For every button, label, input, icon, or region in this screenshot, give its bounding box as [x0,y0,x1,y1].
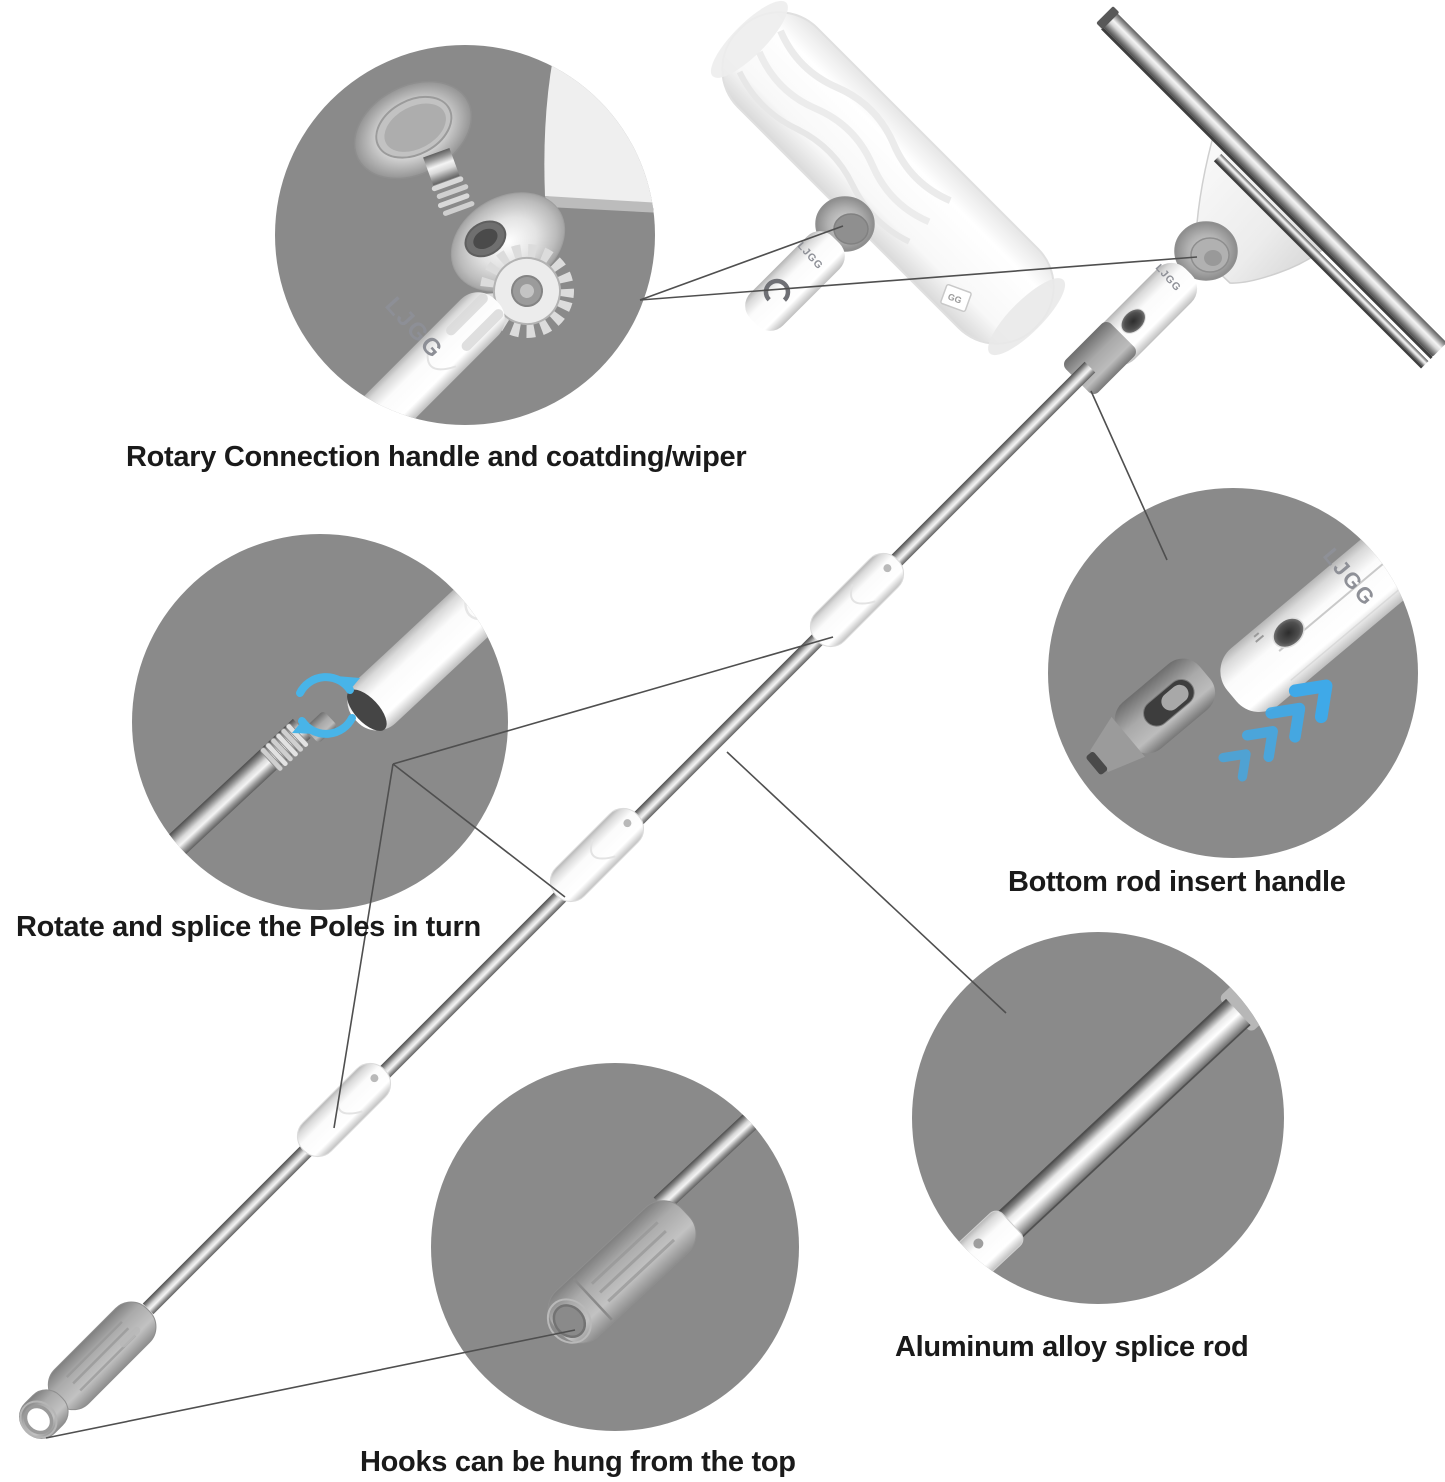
callout-line-splice-collar-2 [392,763,566,898]
squeegee-bar [1096,6,1445,369]
rotary-handle-end [325,292,505,425]
blade-edge-magnified [545,196,655,213]
inset-pole-splice [132,534,508,910]
hook-hole-magnified [552,1304,587,1339]
hang-tag: GG [940,283,972,313]
squeegee-blade-magnified [544,58,655,210]
label-bottom-rod: Bottom rod insert handle [1008,866,1346,898]
insert-chevrons-icon [1218,679,1333,782]
callout-line-rotary-to-wiper [639,225,844,301]
pole-collar-2 [549,807,645,903]
inset-rotary-connection: LJGG [275,45,655,425]
label-rotary-connection: Rotary Connection handle and coatding/wi… [126,441,747,473]
pole-grip [19,1301,157,1439]
blade-tip-dot [653,204,655,212]
telescopic-pole [19,361,1096,1439]
callout-line-rod-to-inset [726,751,1007,1014]
splice-threads [260,723,309,772]
pole-collar-3 [296,1062,392,1158]
callout-line-rotary-to-squeegee [639,256,1198,301]
inset-bottom-rod-handle: LJGG [1048,488,1418,858]
hook-hole [23,1404,54,1435]
tag-text: GG [946,292,963,306]
screw-threads [423,147,476,217]
rod-connector [1086,658,1216,775]
callout-line-splice-collar-1 [392,636,834,765]
label-hooks: Hooks can be hung from the top [360,1446,796,1478]
inset-aluminum-rod [912,932,1284,1304]
callout-line-hook-to-inset [45,1329,576,1439]
rotation-arrows-icon [292,673,360,738]
inset-hook-grip [431,1063,799,1431]
callout-line-handle-to-inset [1090,390,1168,561]
label-aluminum-rod: Aluminum alloy splice rod [895,1331,1249,1363]
handle-hang-hole [1120,308,1146,334]
label-rotate-splice: Rotate and splice the Poles in turn [16,911,481,943]
callout-lines [45,225,1198,1439]
microfiber-scrubber: LJGG GG [710,0,1066,356]
grip-sleeve-magnified [546,1200,697,1344]
squeegee-rubber-blade [1215,153,1429,367]
wiper-handle [745,231,845,331]
callout-line-splice-collar-3 [333,763,394,1129]
pole-collar-1 [809,552,905,648]
handle-hang-hole [1272,617,1305,649]
squeegee: LJGG [1064,6,1445,394]
